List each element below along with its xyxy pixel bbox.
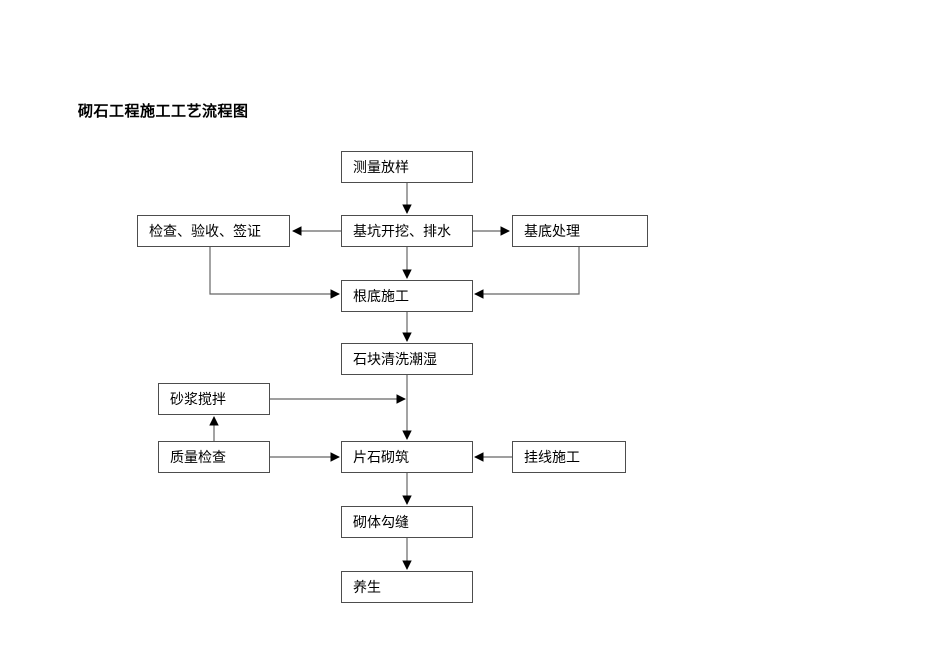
node-masonry: 片石砌筑	[341, 441, 473, 473]
node-jointing-label: 砌体勾缝	[353, 516, 409, 531]
edge-base-treat-foundation	[474, 247, 580, 299]
node-mortar-mix: 砂浆搅拌	[158, 383, 270, 415]
node-mortar-mix-label: 砂浆搅拌	[170, 393, 226, 408]
node-stone-wash: 石块清洗潮湿	[341, 343, 473, 375]
node-curing-label: 养生	[353, 581, 381, 596]
node-measure: 测量放样	[341, 151, 473, 183]
node-excavate: 基坑开挖、排水	[341, 215, 473, 247]
node-base-treat-label: 基底处理	[524, 225, 580, 240]
node-quality-check: 质量检查	[158, 441, 270, 473]
node-excavate-label: 基坑开挖、排水	[353, 225, 451, 240]
node-measure-label: 测量放样	[353, 161, 409, 176]
node-foundation: 根底施工	[341, 280, 473, 312]
node-inspect: 检查、验收、签证	[137, 215, 290, 247]
node-base-treat: 基底处理	[512, 215, 648, 247]
page-title: 砌石工程施工工艺流程图	[78, 103, 249, 120]
node-curing: 养生	[341, 571, 473, 603]
node-foundation-label: 根底施工	[353, 290, 409, 305]
node-jointing: 砌体勾缝	[341, 506, 473, 538]
node-stone-wash-label: 石块清洗潮湿	[353, 353, 437, 368]
node-inspect-label: 检查、验收、签证	[149, 225, 261, 240]
node-line-hanging-label: 挂线施工	[524, 451, 580, 466]
edge-inspect-foundation	[209, 247, 340, 299]
node-quality-check-label: 质量检查	[170, 451, 226, 466]
node-masonry-label: 片石砌筑	[353, 451, 409, 466]
node-line-hanging: 挂线施工	[512, 441, 626, 473]
